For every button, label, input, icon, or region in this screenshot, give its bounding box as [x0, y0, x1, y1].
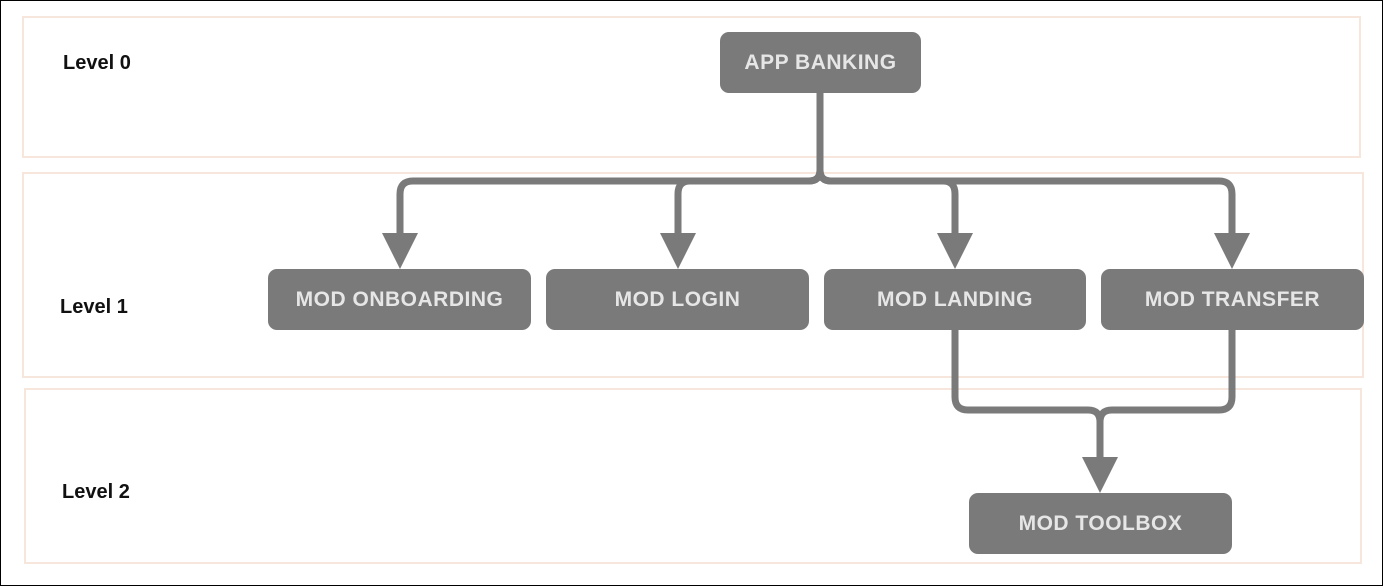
- node-mod-onboarding: MOD ONBOARDING: [268, 269, 531, 330]
- level-0-label: Level 0: [63, 52, 131, 74]
- level-0-band: [22, 16, 1361, 158]
- connector-landing-to-toolbox: [951, 330, 1104, 460]
- arrowhead-transfer: [1214, 233, 1250, 269]
- level-2-label: Level 2: [62, 481, 130, 503]
- connector-app-to-login: [674, 169, 824, 236]
- connector-app-to-transfer: [816, 169, 1236, 236]
- arrowhead-toolbox: [1082, 457, 1118, 493]
- node-mod-toolbox: MOD TOOLBOX: [969, 493, 1232, 554]
- node-mod-landing: MOD LANDING: [824, 269, 1086, 330]
- connector-transfer-to-toolbox: [1096, 330, 1236, 460]
- arrowhead-landing: [937, 233, 973, 269]
- node-app-banking: APP BANKING: [720, 32, 921, 93]
- level-1-label: Level 1: [60, 296, 128, 318]
- node-mod-login: MOD LOGIN: [546, 269, 809, 330]
- node-mod-transfer: MOD TRANSFER: [1101, 269, 1364, 330]
- arrowhead-onboarding: [382, 233, 418, 269]
- arrowhead-login: [660, 233, 696, 269]
- connector-app-trunk: [396, 93, 824, 236]
